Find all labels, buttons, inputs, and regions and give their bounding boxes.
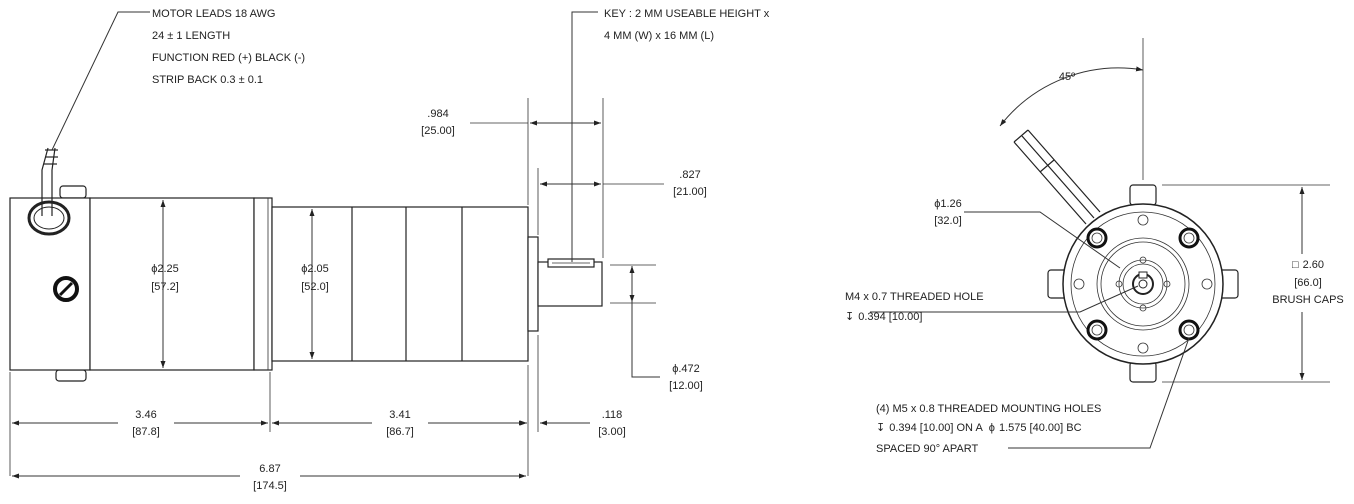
gearbox	[271, 206, 529, 362]
svg-text:24 ± 1 LENGTH: 24 ± 1 LENGTH	[152, 30, 230, 42]
svg-text:4 MM (W) x 16 MM (L): 4 MM (W) x 16 MM (L)	[604, 30, 714, 42]
dim-dia225: ϕ2.25 [57.2]	[151, 263, 179, 293]
svg-text:ϕ2.05: ϕ2.05	[301, 263, 329, 275]
dim-dia126: ϕ1.26 [32.0]	[934, 198, 962, 227]
mounting-hole-icons	[1086, 227, 1200, 341]
leads-note: MOTOR LEADS 18 AWG 24 ± 1 LENGTH FUNCTIO…	[152, 8, 305, 86]
svg-text:[25.00]: [25.00]	[421, 125, 455, 137]
motor-body	[89, 197, 255, 371]
svg-text:MOTOR LEADS 18 AWG: MOTOR LEADS 18 AWG	[152, 8, 275, 20]
svg-text:BRUSH CAPS: BRUSH CAPS	[1272, 294, 1344, 306]
motor-flange	[253, 197, 273, 371]
dim-346: 3.46 [87.8]	[132, 409, 160, 438]
svg-text:[12.00]: [12.00]	[669, 380, 703, 392]
svg-text:↧0.394 [10.00] ON Aϕ1.575 [40.: ↧0.394 [10.00] ON Aϕ1.575 [40.00] BC	[876, 422, 1082, 434]
svg-text:[3.00]: [3.00]	[598, 426, 626, 438]
screw-head-icon	[53, 276, 79, 302]
pilot	[527, 236, 539, 332]
svg-text:FUNCTION RED (+) BLACK (-): FUNCTION RED (+) BLACK (-)	[152, 52, 305, 64]
dim-687: 6.87 [174.5]	[253, 463, 287, 492]
svg-text:[174.5]: [174.5]	[253, 480, 287, 492]
svg-text:(4) M5 x 0.8 THREADED MOUNTING: (4) M5 x 0.8 THREADED MOUNTING HOLES	[876, 403, 1101, 415]
brush-cap-top	[59, 185, 87, 199]
end-brush-cap-bottom	[1129, 361, 1157, 383]
dim-dia472: ϕ.472 [12.00]	[669, 363, 703, 392]
dim-984: .984 [25.00]	[421, 108, 455, 137]
svg-text:6.87: 6.87	[259, 463, 280, 475]
svg-text:[32.0]: [32.0]	[934, 215, 962, 227]
svg-text:M4 x 0.7 THREADED HOLE: M4 x 0.7 THREADED HOLE	[845, 291, 984, 303]
angle-label: 45º	[1059, 71, 1075, 83]
brush-cap-bottom	[55, 369, 87, 382]
svg-text:3.41: 3.41	[389, 409, 410, 421]
svg-text:[57.2]: [57.2]	[151, 281, 179, 293]
side-view: MOTOR LEADS 18 AWG 24 ± 1 LENGTH FUNCTIO…	[9, 8, 770, 494]
mounting-holes-note: (4) M5 x 0.8 THREADED MOUNTING HOLES ↧0.…	[876, 403, 1101, 455]
svg-text:3.46: 3.46	[135, 409, 156, 421]
key-note: KEY : 2 MM USEABLE HEIGHT x 4 MM (W) x 1…	[604, 8, 770, 42]
svg-text:ϕ.472: ϕ.472	[672, 363, 700, 375]
svg-text:[52.0]: [52.0]	[301, 281, 329, 293]
svg-text:STRIP BACK 0.3 ± 0.1: STRIP BACK 0.3 ± 0.1	[152, 74, 263, 86]
svg-text:[86.7]: [86.7]	[386, 426, 414, 438]
output-shaft	[537, 261, 603, 307]
end-view-leads	[1013, 129, 1101, 225]
dim-dia205: ϕ2.05 [52.0]	[301, 263, 329, 293]
svg-text:[87.8]: [87.8]	[132, 426, 160, 438]
motor-leads	[41, 147, 56, 216]
svg-text:.984: .984	[427, 108, 448, 120]
dim-341: 3.41 [86.7]	[386, 409, 414, 438]
svg-text:□2.60: □2.60	[1292, 259, 1324, 271]
svg-text:ϕ2.25: ϕ2.25	[151, 263, 179, 275]
svg-text:.118: .118	[602, 409, 623, 421]
svg-text:.827: .827	[679, 169, 700, 181]
svg-text:SPACED 90° APART: SPACED 90° APART	[876, 443, 978, 455]
svg-text:ϕ1.26: ϕ1.26	[934, 198, 962, 210]
dim-827: .827 [21.00]	[673, 169, 707, 198]
dim-260: □2.60 [66.0] BRUSH CAPS	[1272, 259, 1344, 306]
svg-text:[66.0]: [66.0]	[1294, 277, 1322, 289]
svg-text:[21.00]: [21.00]	[673, 186, 707, 198]
end-brush-cap-top	[1129, 184, 1157, 206]
dim-118: .118 [3.00]	[598, 409, 626, 438]
svg-text:KEY : 2 MM USEABLE HEIGHT x: KEY : 2 MM USEABLE HEIGHT x	[604, 8, 770, 20]
end-view: 45º ϕ1.26 [32.0] M4 x 0.7 THREADED HOLE …	[845, 38, 1348, 455]
svg-text:↧0.394 [10.00]: ↧0.394 [10.00]	[845, 311, 922, 323]
threaded-hole-note: M4 x 0.7 THREADED HOLE ↧0.394 [10.00]	[845, 291, 984, 323]
